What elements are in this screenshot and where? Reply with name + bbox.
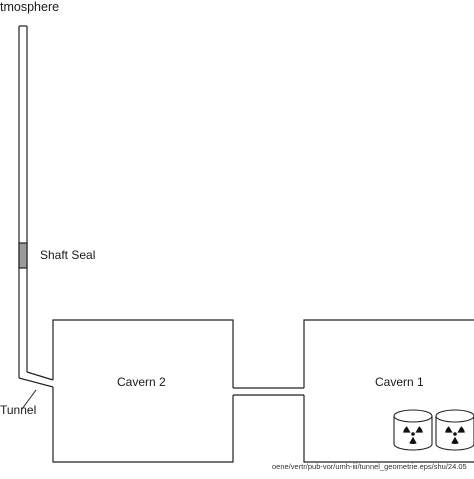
- shaft-seal-plug: [18, 242, 28, 269]
- cavern1-outline: [303, 319, 474, 463]
- tunnel-label: Tunnel: [0, 403, 37, 417]
- cavern1-label: Cavern 1: [375, 375, 424, 389]
- radioactive-drum-icon: [435, 409, 474, 451]
- file-path-footer: oene/vertr/pub-vor/umh-iii/tunnel_geomet…: [272, 462, 467, 471]
- trefoil-icon: [445, 426, 465, 444]
- tunnel-upper-wall: [26, 371, 54, 381]
- shaft-seal-label: Shaft Seal: [40, 248, 96, 262]
- trefoil-icon: [403, 426, 423, 444]
- cavern2-label: Cavern 2: [117, 375, 166, 389]
- atmosphere-label: tmosphere: [0, 0, 60, 14]
- radioactive-drum-icon: [393, 409, 433, 451]
- cavern2-outline: [52, 319, 234, 463]
- tunnel-leader-line: [21, 389, 37, 410]
- tunnel-lower-wall: [18, 377, 54, 388]
